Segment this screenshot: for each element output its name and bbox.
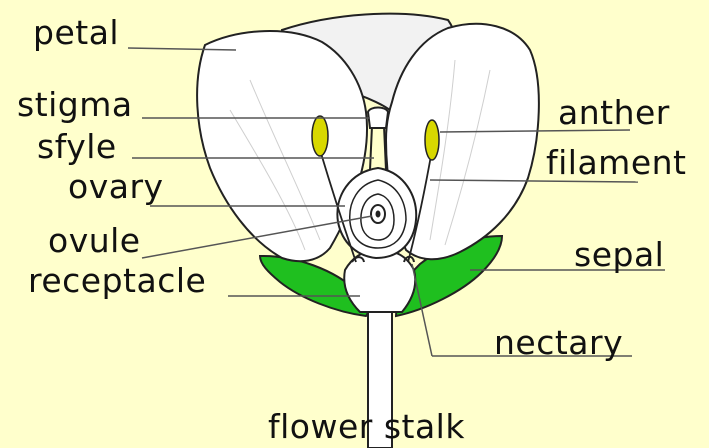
- style-shape: [370, 126, 386, 170]
- label-nectary: nectary: [494, 326, 623, 359]
- label-filament: filament: [546, 146, 686, 179]
- anther-right-shape: [425, 120, 439, 160]
- label-ovule: ovule: [48, 224, 141, 257]
- label-petal: petal: [33, 16, 119, 49]
- label-flower-stalk: flower stalk: [268, 410, 465, 443]
- label-ovary: ovary: [68, 170, 164, 203]
- label-style: sfyle: [37, 130, 117, 163]
- stigma-shape: [368, 108, 388, 129]
- anther-left-shape: [312, 116, 328, 156]
- ovule-center: [376, 211, 381, 218]
- label-anther: anther: [558, 96, 670, 129]
- label-stigma: stigma: [17, 88, 133, 121]
- label-receptacle: receptacle: [28, 264, 206, 297]
- label-sepal: sepal: [574, 238, 664, 271]
